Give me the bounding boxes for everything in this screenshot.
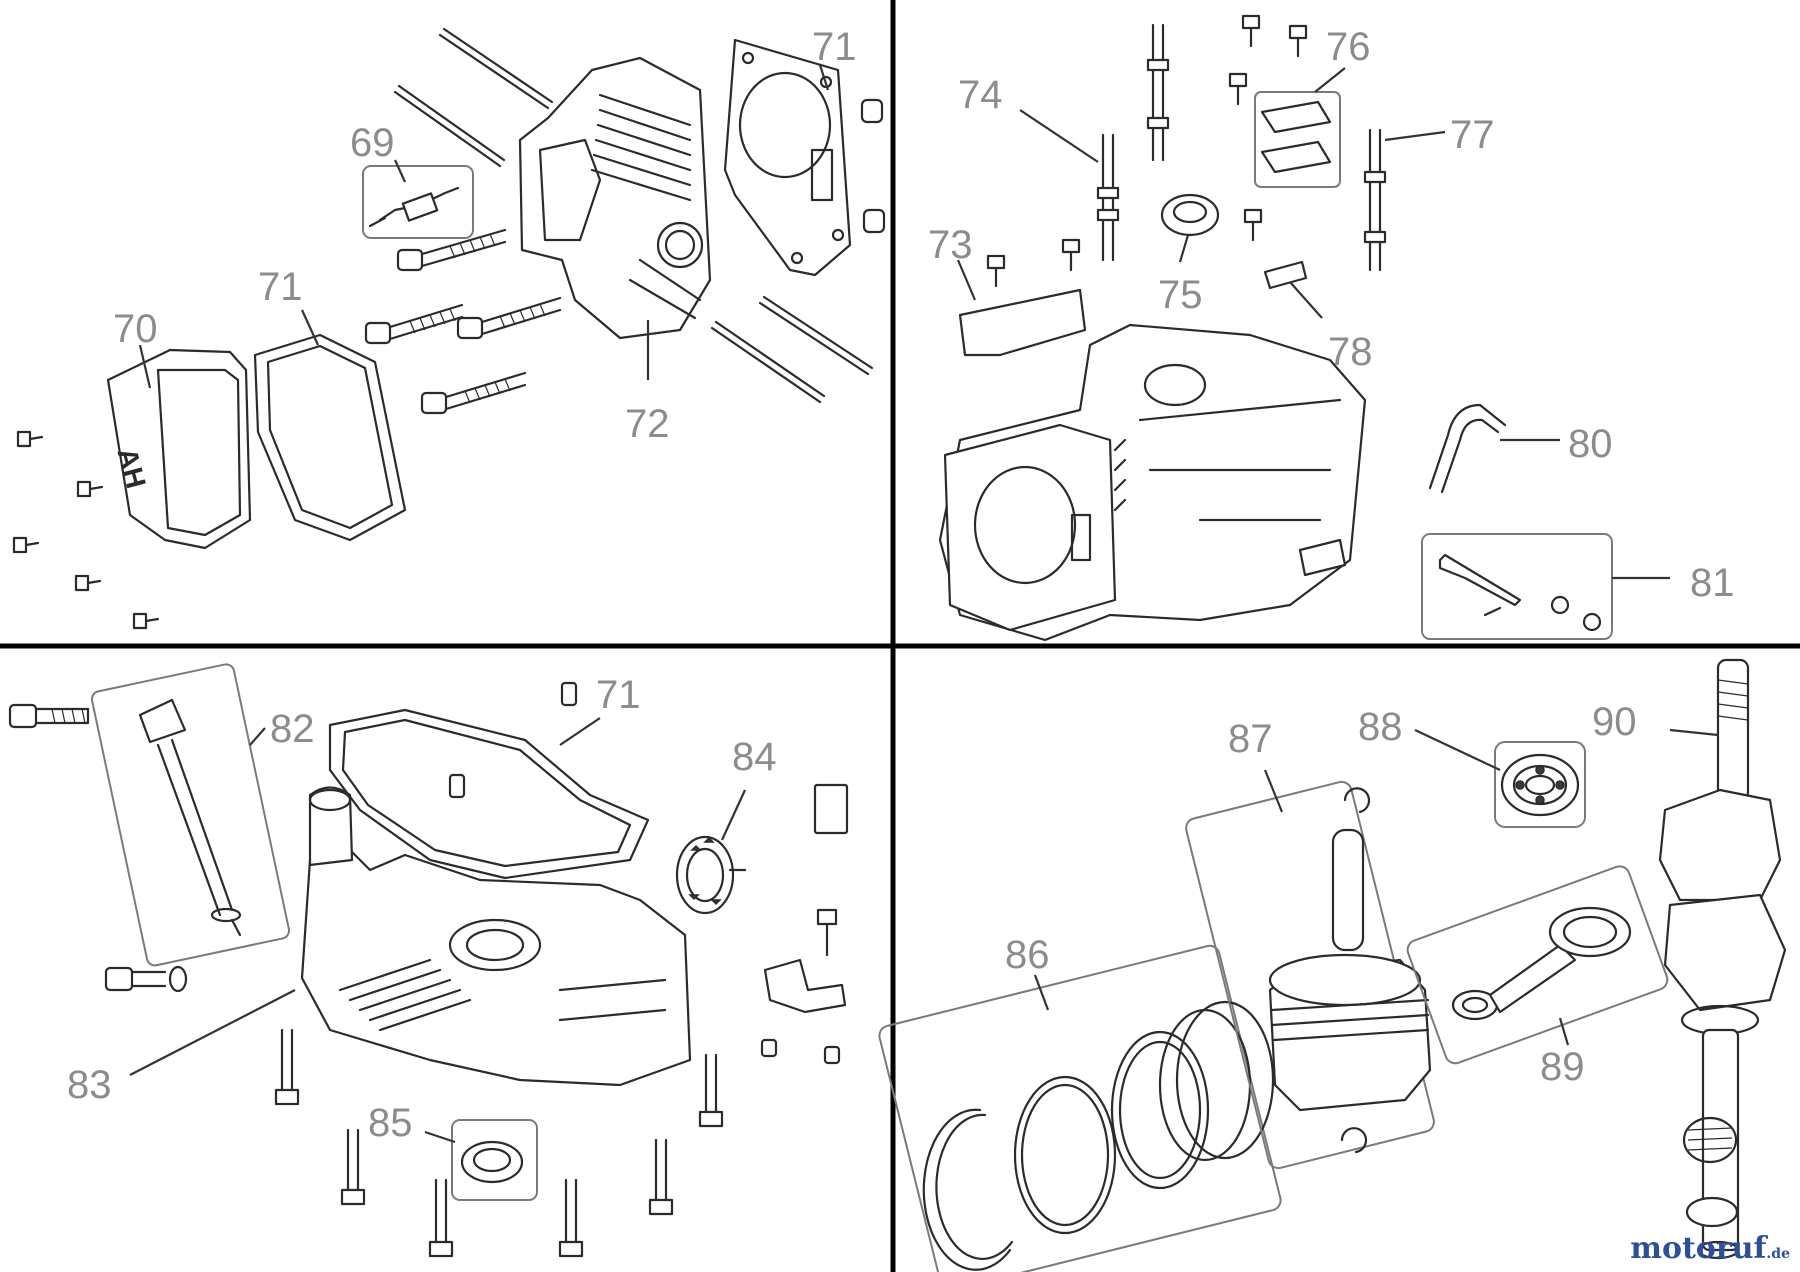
cover-bolts — [274, 1028, 724, 1258]
quadrant-crankcase: 73 74 75 76 77 78 80 81 — [928, 14, 1735, 642]
leader-90 — [1669, 728, 1719, 737]
governor-gear — [675, 835, 747, 915]
brand-suffix: .de — [1766, 1246, 1790, 1262]
oil-seal — [1160, 193, 1220, 237]
callout-70: 70 — [113, 307, 158, 351]
leader-71b — [818, 64, 830, 91]
callout-76: 76 — [1326, 25, 1371, 69]
brand-name: motoruf — [1630, 1231, 1767, 1266]
dowel-pin — [862, 208, 886, 234]
leader-73 — [956, 259, 977, 301]
quadrant-cylinder-head: AH 69 70 71 71 72 — [12, 25, 886, 630]
callout-80: 80 — [1568, 422, 1613, 466]
quadrant-crankcase-cover: 71 82 83 84 85 — [8, 663, 849, 1258]
connecting-rod — [1406, 865, 1669, 1065]
callout-81: 81 — [1690, 561, 1735, 605]
callout-73: 73 — [928, 223, 973, 267]
callout-74: 74 — [958, 73, 1003, 117]
dipstick — [90, 663, 291, 967]
crank-seal — [451, 1119, 538, 1201]
brand-watermark: motoruf.de — [1630, 1231, 1790, 1266]
callout-86: 86 — [1005, 933, 1050, 977]
head-bolts — [364, 228, 562, 415]
callout-75: 75 — [1158, 273, 1203, 317]
gear-shim — [813, 783, 849, 835]
leader-86 — [1033, 974, 1050, 1011]
callout-77: 77 — [1450, 113, 1495, 157]
callout-90: 90 — [1592, 700, 1637, 744]
leader-85 — [424, 1130, 456, 1144]
drain-bolt — [104, 965, 188, 993]
callout-89: 89 — [1540, 1045, 1585, 1089]
small-bolts — [986, 14, 1308, 288]
callout-83: 83 — [67, 1063, 112, 1107]
cover-screws — [12, 430, 160, 630]
callout-72: 72 — [625, 402, 670, 446]
cylinder-head — [518, 56, 712, 340]
leader-76 — [1314, 67, 1346, 93]
head-studs — [393, 27, 874, 404]
tool-kit — [1421, 533, 1613, 640]
leader-78 — [1289, 281, 1323, 319]
heat-shield — [958, 288, 1087, 357]
callout-71: 71 — [596, 673, 641, 717]
callout-71: 71 — [258, 265, 303, 309]
leader-71c — [559, 717, 601, 746]
leader-70 — [138, 344, 152, 389]
valve-cover-gasket — [253, 333, 407, 542]
callout-87: 87 — [1228, 717, 1273, 761]
piston-assembly — [1185, 780, 1435, 1170]
leader-77 — [1384, 130, 1446, 142]
callout-69: 69 — [350, 121, 395, 165]
dowel-pin — [860, 98, 884, 124]
head-gasket — [723, 38, 852, 277]
callout-82: 82 — [270, 707, 315, 751]
leader-87 — [1263, 769, 1284, 813]
valve-gaskets — [1254, 91, 1341, 188]
leader-83 — [129, 989, 296, 1076]
leader-75 — [1178, 234, 1190, 263]
key-plate — [1263, 260, 1308, 290]
leader-71a — [300, 309, 320, 346]
main-bearing — [1494, 741, 1586, 828]
leader-84 — [721, 789, 746, 841]
flange-bolt — [8, 703, 90, 729]
leader-82 — [249, 727, 266, 746]
dowel-pin — [560, 681, 578, 707]
stud-bolts — [1096, 23, 1387, 272]
breather-tube — [1428, 403, 1507, 494]
crankshaft — [1658, 658, 1787, 1260]
piston-rings — [878, 944, 1282, 1272]
leader-88 — [1414, 729, 1501, 771]
governor-arm — [760, 908, 847, 1065]
callout-71: 71 — [812, 25, 857, 69]
crankcase-cover — [300, 786, 692, 1087]
callout-85: 85 — [368, 1101, 413, 1145]
crankcase-block — [938, 323, 1367, 642]
leader-69 — [393, 159, 407, 183]
callout-84: 84 — [732, 735, 777, 779]
quadrant-piston-crankshaft: 86 87 88 89 90 — [878, 658, 1787, 1272]
leader-89 — [1558, 1017, 1570, 1046]
spark-plug — [362, 165, 474, 239]
leader-74 — [1019, 109, 1099, 163]
valve-cover: AH — [106, 348, 252, 550]
cover-gasket — [328, 708, 650, 880]
callout-78: 78 — [1328, 330, 1373, 374]
callout-88: 88 — [1358, 705, 1403, 749]
